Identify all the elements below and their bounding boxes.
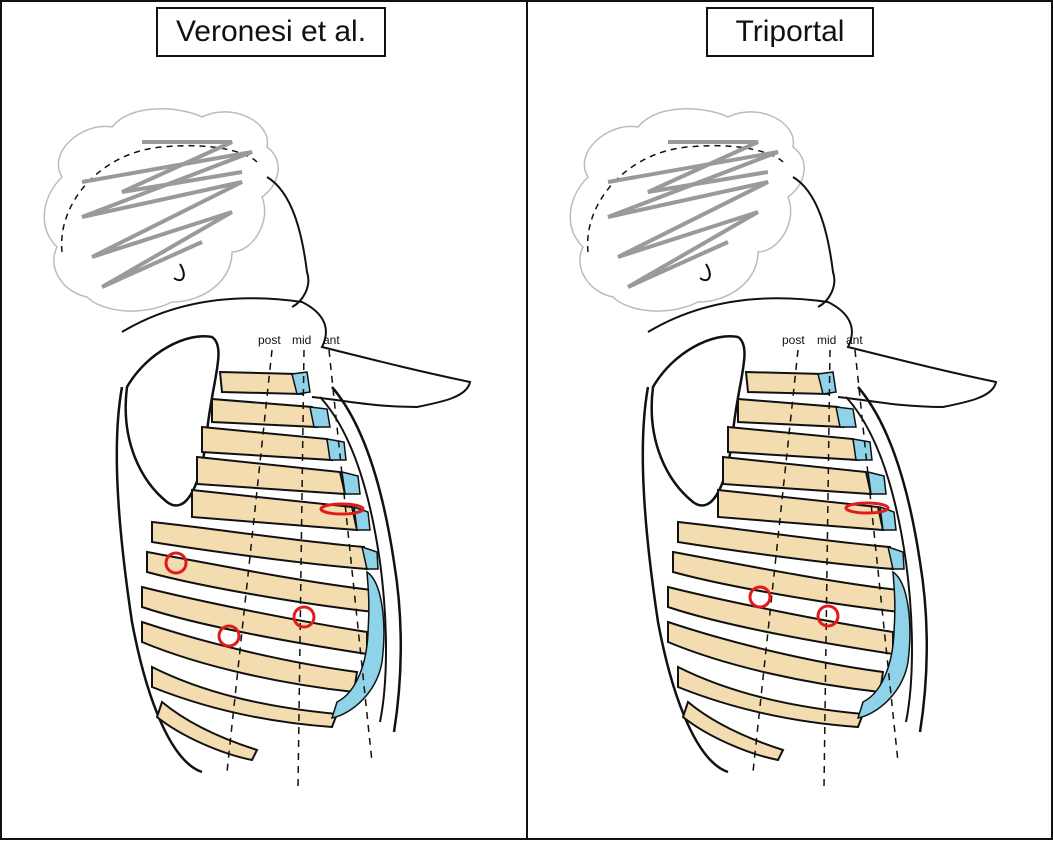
utility-incision-marker [844, 501, 890, 515]
axillary-lines-labels: post mid ant [258, 333, 340, 347]
post-label: post [258, 333, 281, 347]
rib-cage [141, 349, 385, 788]
post-line [752, 349, 799, 773]
panel-title: Triportal [706, 7, 874, 57]
mid-line [297, 349, 305, 788]
rib-cage [667, 349, 911, 788]
port-marker-2 [816, 604, 840, 628]
thorax-illustration: post mid ant [43, 108, 472, 788]
post-label: post [782, 333, 805, 347]
ant-label: ant [846, 333, 863, 347]
port-marker-1 [748, 585, 772, 609]
ant-line [854, 349, 899, 763]
utility-incision-marker [319, 502, 365, 516]
panel-title: Veronesi et al. [156, 7, 386, 57]
port-marker-3 [217, 624, 241, 648]
port-marker-1 [164, 551, 188, 575]
panel-triportal: Triportal [526, 0, 1053, 840]
mid-label: mid [292, 333, 311, 347]
port-markers [164, 502, 365, 648]
patient-outline [43, 108, 472, 774]
ant-label: ant [323, 333, 340, 347]
mid-line [823, 349, 831, 788]
ant-line [328, 349, 373, 763]
port-marker-2 [292, 605, 316, 629]
port-markers [748, 501, 890, 628]
panel-veronesi: Veronesi et al. [0, 0, 529, 840]
post-line [226, 349, 273, 773]
thorax-illustration: post mid ant [569, 108, 998, 788]
mid-label: mid [817, 333, 836, 347]
axillary-lines-labels: post mid ant [782, 333, 863, 347]
